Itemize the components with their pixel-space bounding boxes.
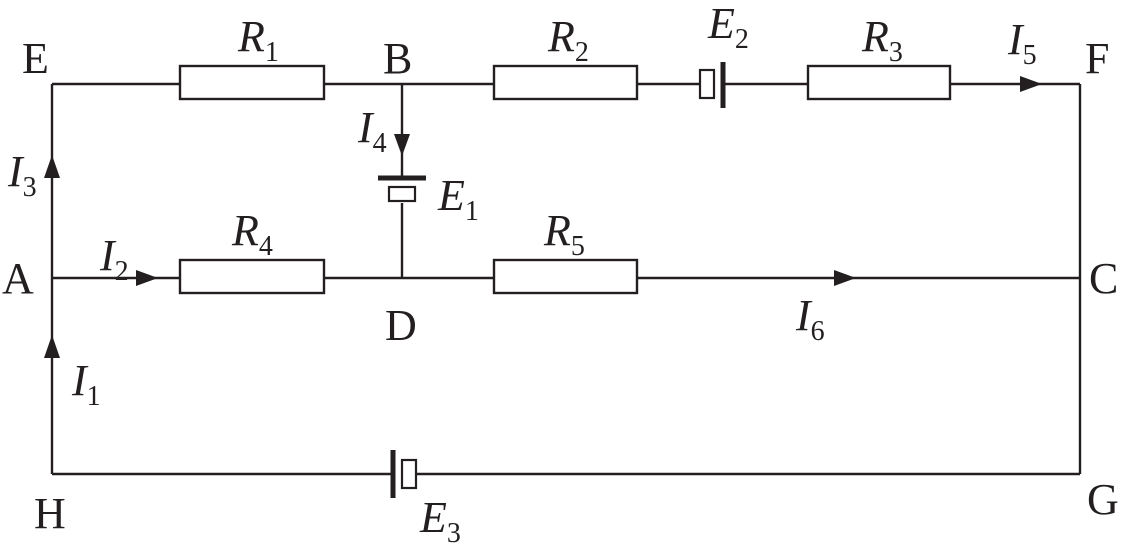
resistor-r4 xyxy=(178,258,326,295)
resistor-label-r2: R2 xyxy=(547,12,589,68)
resistor-r1 xyxy=(178,64,326,101)
source-e1-cell xyxy=(387,185,417,203)
node-label-d: D xyxy=(385,301,417,350)
current-label-i2: I2 xyxy=(99,231,129,287)
resistor-label-r5: R5 xyxy=(543,206,585,262)
resistor-label-r4: R4 xyxy=(231,206,273,262)
node-label-b: B xyxy=(383,34,412,83)
source-label-e3: E3 xyxy=(419,493,461,549)
node-label-c: C xyxy=(1089,254,1118,303)
source-e1 xyxy=(378,175,426,203)
source-label-e2: E2 xyxy=(707,0,749,55)
current-label-i4: I4 xyxy=(357,103,387,159)
current-label-i5: I5 xyxy=(1007,15,1037,71)
arrow-i5-right xyxy=(1020,76,1042,92)
source-e2 xyxy=(698,62,726,108)
current-label-i1: I1 xyxy=(71,356,101,412)
arrow-i6-right xyxy=(834,270,856,286)
node-label-f: F xyxy=(1085,34,1109,83)
source-e3 xyxy=(390,450,418,498)
resistor-r3 xyxy=(806,64,952,101)
resistor-r2 xyxy=(492,64,639,101)
source-e2-cell xyxy=(698,68,716,100)
node-label-e: E xyxy=(22,34,49,83)
node-label-h: H xyxy=(34,489,66,538)
node-label-g: G xyxy=(1087,475,1119,524)
arrow-i4-down xyxy=(394,134,410,156)
resistor-r5 xyxy=(492,258,639,295)
wires xyxy=(50,82,1082,476)
current-label-i6: I6 xyxy=(795,291,825,347)
arrow-i2-right xyxy=(136,270,158,286)
source-e3-cell xyxy=(400,458,418,490)
source-label-e1: E1 xyxy=(437,171,479,227)
arrow-i1-up xyxy=(44,335,60,358)
resistor-label-r1: R1 xyxy=(237,12,279,68)
resistor-label-r3: R3 xyxy=(861,12,903,68)
current-label-i3: I3 xyxy=(7,147,37,203)
node-label-a: A xyxy=(2,254,34,303)
arrow-i3-up xyxy=(44,155,60,178)
